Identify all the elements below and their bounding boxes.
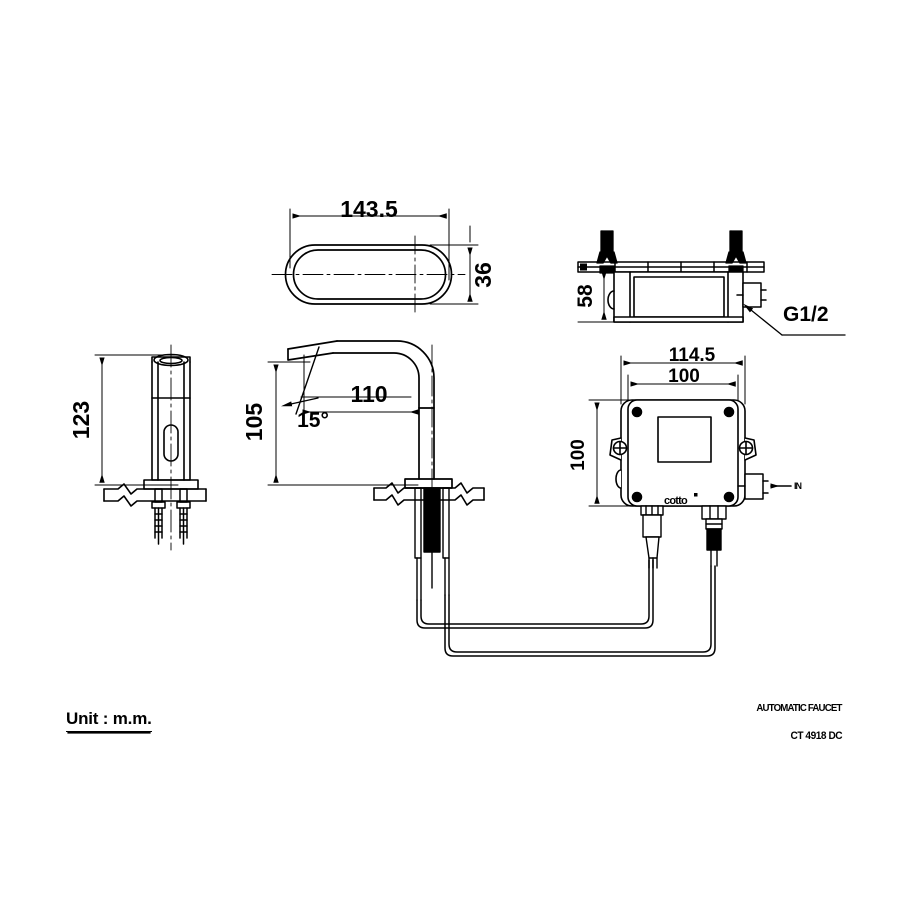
dim-123-lines [94,354,179,486]
cable-routing [416,559,716,657]
dim-label-123: 123 [68,401,94,439]
top-view-spout-outline [284,244,453,305]
cable-gland-right [701,505,727,567]
control-box-front-view: cotto [588,355,792,569]
dim-15deg-leader [281,346,320,415]
brand-logo-cotto: cotto [664,493,698,507]
dim-label-110: 110 [350,381,387,407]
dim-label-100-w: 100 [668,366,700,387]
side-view [267,340,716,657]
side-view-body [287,340,453,489]
inlet-fitting-side [736,282,767,308]
dim-label-58: 58 [574,284,597,308]
callout-g12-label: G1/2 [783,303,829,326]
dim-label-15deg: 15° [297,409,329,432]
front-view-deck [103,483,207,507]
svg-text:cotto: cotto [664,495,688,507]
top-view [271,208,479,314]
front-view [94,344,207,551]
dim-1145-lines [620,355,746,405]
callout-in-label: IN [794,481,802,491]
dim-label-114-5: 114.5 [669,345,716,366]
dim-label-105: 105 [241,403,267,442]
dim-label-100-h: 100 [568,439,589,471]
unit-label-text: Unit : m.m. [66,709,152,732]
dim-label-143-5: 143.5 [340,196,398,222]
unit-label: Unit : m.m. [66,709,152,732]
control-box-side-view [577,230,846,336]
product-type-label: AUTOMATIC FAUCET [756,702,843,714]
g12-leader [743,303,846,336]
dim-36-lines [429,225,479,305]
dim-105-lines [267,361,419,486]
side-view-shank [414,487,450,601]
front-view-studs [151,488,191,545]
dim-110-lines [300,354,419,415]
cable-gland-left [640,505,664,569]
inlet-fitting-front [737,473,769,500]
control-box-side-body [607,271,744,323]
wall-anchor-screws [596,230,747,274]
dim-label-36: 36 [470,262,496,288]
product-model-label: CT 4918 DC [790,730,842,742]
control-box-front-body [609,399,757,507]
